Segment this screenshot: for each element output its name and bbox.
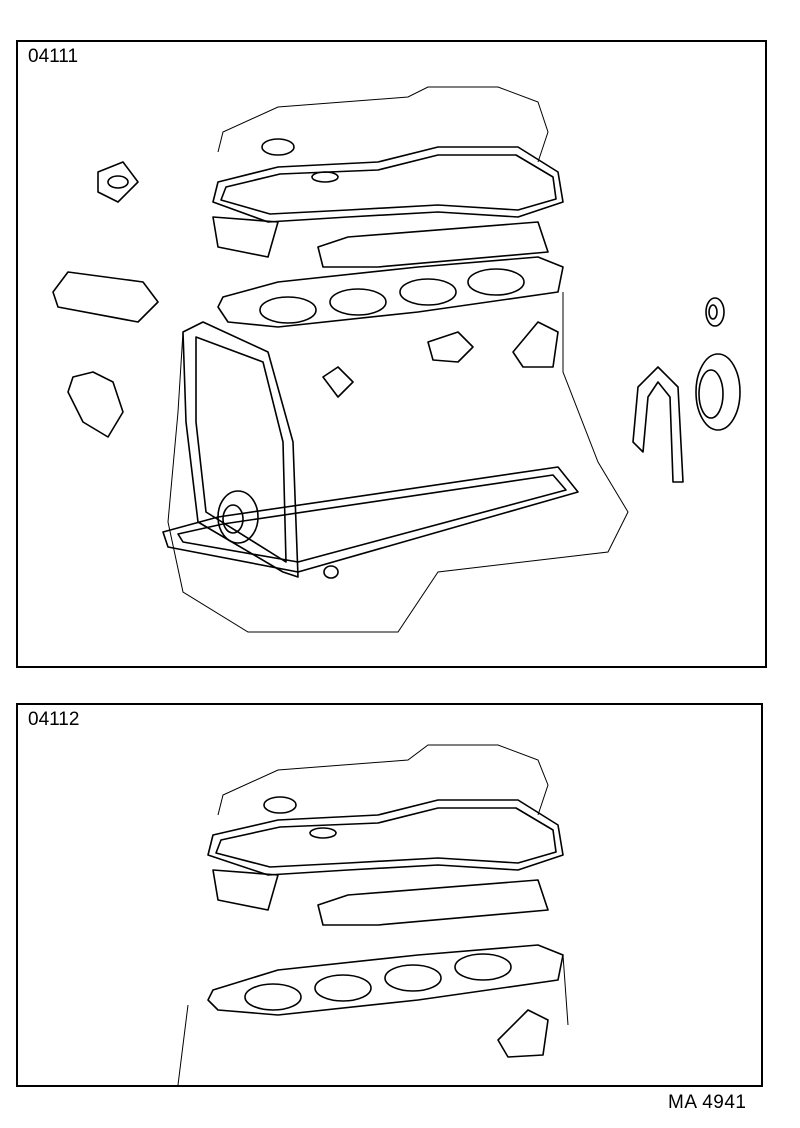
head-gasket-set-illustration — [177, 744, 569, 1086]
part-code: 04111 — [28, 46, 79, 67]
water-outlet-gasket — [97, 161, 139, 203]
oil-cap — [263, 796, 297, 814]
timing-cover-gasket — [182, 321, 299, 578]
thermostat-gasket — [67, 371, 124, 438]
water-pump-gasket — [52, 271, 159, 323]
gasket-kit-panel-04112: 04112 — [16, 703, 763, 1087]
manifold-gasket — [212, 216, 279, 258]
front-oil-seal — [217, 490, 259, 544]
part-code: 04112 — [28, 709, 80, 730]
rear-seal-retainer-gasket — [632, 366, 684, 483]
oil-cap — [261, 138, 295, 156]
valve-cover-gasket — [212, 146, 564, 223]
cylinder-head-gasket — [217, 256, 564, 328]
engine-overhaul-gasket-set-illustration — [52, 86, 741, 633]
illustration-reference-number: MA 4941 — [668, 1092, 747, 1113]
valve-cover-gasket — [207, 799, 564, 876]
rear-oil-seal — [695, 353, 741, 431]
gasket-kit-panel-04111: 04111 — [16, 40, 767, 668]
manifold-gasket — [212, 869, 279, 911]
oil-pan-gasket — [162, 466, 579, 573]
